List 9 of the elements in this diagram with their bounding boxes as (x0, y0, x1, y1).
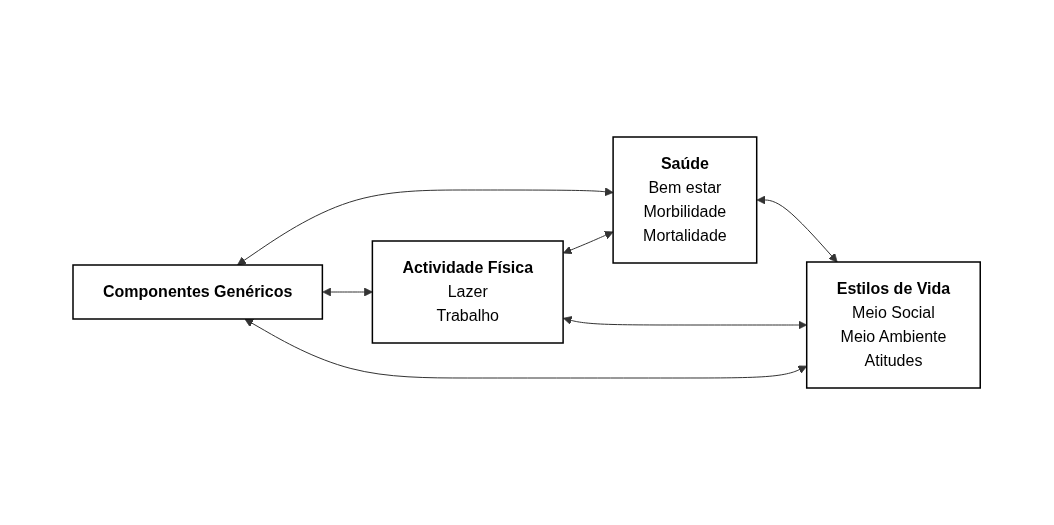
node-box: Saúde Bem estar Morbilidade Mortalidade (612, 136, 758, 264)
arrow (245, 318, 808, 379)
node-box: Actividade Física Lazer Trabalho (372, 240, 565, 344)
node-box: Componentes Genéricos (72, 264, 324, 320)
node-box: Estilos de Vida Meio Social Meio Ambiente Atitudes (806, 261, 982, 389)
arrow (757, 195, 838, 263)
arrow (563, 231, 614, 255)
arrow (237, 187, 614, 266)
arrow (563, 316, 808, 330)
